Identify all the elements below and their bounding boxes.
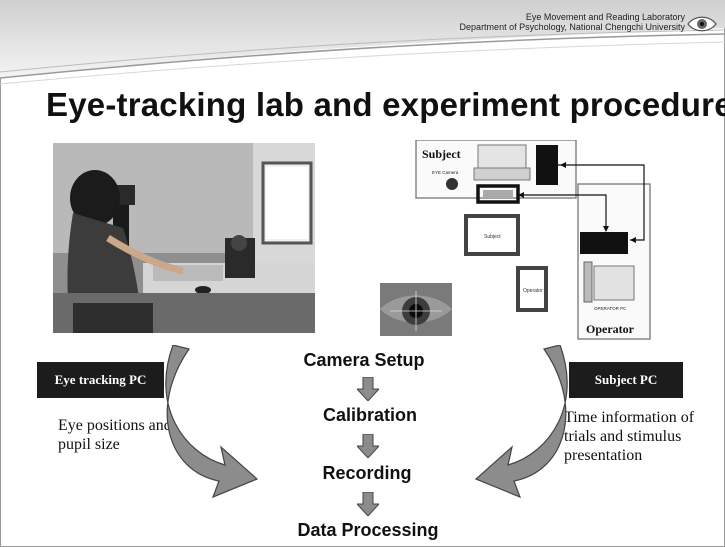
- step-camera-setup: Camera Setup: [303, 350, 425, 370]
- lab-layout-diagram: Subject Operator EYE Camera Subject Oper…: [415, 140, 651, 340]
- eye-image-illustration: [380, 283, 452, 336]
- eye-tracking-pc-box: Eye tracking PC: [37, 362, 164, 398]
- eye-logo-icon: [687, 16, 717, 32]
- diagram-operator-pc-label: OPERATOR PC: [594, 306, 627, 311]
- subject-pc-box: Subject PC: [569, 362, 683, 398]
- right-curved-arrow-icon: [474, 345, 568, 499]
- diagram-subject-chair-label: Subject: [484, 234, 501, 240]
- step-calibration: Calibration: [322, 405, 417, 425]
- eye-tracking-pc-description: Eye positions and pupil size: [58, 417, 172, 453]
- eye-camera-image: [380, 283, 452, 336]
- step-data-processing: Data Processing: [297, 520, 439, 540]
- lab-name-line2: Department of Psychology, National Cheng…: [459, 22, 685, 32]
- step-recording: Recording: [322, 463, 412, 483]
- header-swoosh: [0, 0, 725, 85]
- eye-tracking-pc-label: Eye tracking PC: [54, 372, 147, 387]
- lab-photo: [53, 143, 315, 333]
- diagram-operator-chair-label: Operator: [523, 288, 543, 294]
- down-arrow-icon: [357, 377, 379, 401]
- diagram-camera-label: EYE Camera: [432, 170, 459, 175]
- lab-name-line1: Eye Movement and Reading Laboratory: [525, 12, 685, 22]
- slide-title: Eye-tracking lab and experiment procedur…: [46, 86, 725, 123]
- down-arrow-icon: [357, 434, 379, 458]
- subject-pc-label: Subject PC: [594, 372, 658, 387]
- lab-photo-illustration: [53, 143, 315, 333]
- down-arrow-icon: [357, 492, 379, 516]
- diagram-operator-label: Operator: [586, 322, 635, 336]
- diagram-subject-label: Subject: [422, 147, 461, 161]
- left-curved-arrow-icon: [165, 345, 259, 499]
- subject-pc-description: Time information of trials and stimulus …: [564, 409, 695, 464]
- lab-name: Eye Movement and Reading Laboratory Depa…: [460, 12, 685, 32]
